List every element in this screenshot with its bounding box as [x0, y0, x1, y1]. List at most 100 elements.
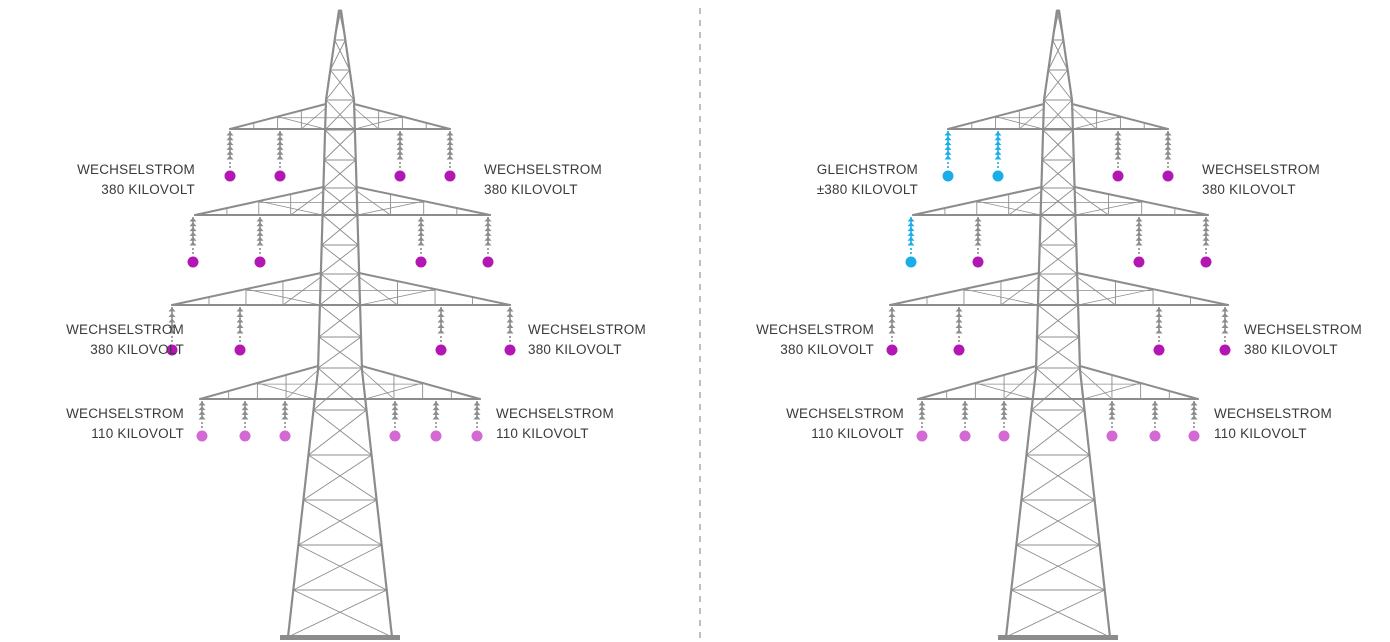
tower-brace	[324, 99, 355, 131]
insulator-disc	[281, 401, 289, 406]
insulator-disc	[276, 150, 284, 155]
insulator-disc	[432, 406, 440, 411]
insulator-disc	[1000, 406, 1008, 411]
insulator-disc	[506, 324, 514, 328]
arm-brace	[1018, 107, 1045, 130]
tower-brace	[313, 409, 373, 456]
insulator-disc	[396, 145, 404, 150]
tower-leg-left	[1004, 9, 1059, 638]
conductor-dot	[1106, 430, 1118, 442]
insulator-disc	[241, 415, 249, 420]
tower-brace	[1031, 409, 1091, 456]
conductor-dot	[1219, 344, 1231, 356]
insulator-disc	[907, 241, 915, 246]
insulator-disc	[1151, 401, 1159, 406]
insulator-disc	[994, 131, 1002, 136]
insulator-disc	[918, 415, 926, 420]
insulator-disc	[198, 406, 206, 411]
insulator-disc	[1202, 236, 1210, 241]
cross-arm	[886, 272, 1231, 356]
tower-base	[998, 635, 1118, 640]
insulator	[1155, 307, 1163, 342]
insulator	[1135, 217, 1143, 254]
insulator-disc	[391, 415, 399, 420]
tower-brace	[1039, 244, 1078, 275]
insulator-disc	[473, 410, 481, 415]
conductor-dot	[953, 344, 965, 356]
insulator-disc	[276, 136, 284, 141]
insulator-disc	[1221, 307, 1229, 312]
tower-brace	[1041, 159, 1076, 189]
arm-brace	[1075, 200, 1143, 216]
insulator-disc	[276, 155, 284, 160]
insulator-disc	[226, 150, 234, 155]
tower-brace	[1038, 244, 1077, 275]
tower-brace	[1025, 454, 1096, 501]
tower-brace	[318, 336, 363, 369]
arm-top-chord	[199, 365, 320, 400]
insulator-disc	[276, 145, 284, 150]
insulator-disc	[907, 227, 915, 232]
insulator-disc	[391, 410, 399, 415]
tower-brace	[1043, 99, 1074, 131]
conductor-dot	[394, 170, 406, 182]
insulator	[1221, 307, 1229, 342]
insulator-disc	[1135, 227, 1143, 232]
insulator-disc	[432, 410, 440, 415]
insulator-disc	[506, 307, 514, 312]
insulator-disc	[1108, 401, 1116, 406]
insulator-disc	[1202, 231, 1210, 236]
insulator-disc	[241, 406, 249, 411]
insulator-disc	[168, 307, 176, 312]
tower-brace	[1052, 39, 1069, 71]
insulator-disc	[391, 406, 399, 411]
insulator-disc	[994, 141, 1002, 146]
insulator-disc	[1108, 406, 1116, 411]
insulator-disc	[918, 401, 926, 406]
tower-brace	[329, 69, 355, 101]
insulator-disc	[396, 136, 404, 141]
insulator-disc	[918, 410, 926, 415]
tower-brace	[325, 99, 356, 131]
tower-brace	[324, 129, 357, 161]
insulator-disc	[1151, 410, 1159, 415]
insulator-disc	[484, 217, 492, 222]
conductor-dot	[435, 344, 447, 356]
arm-brace	[354, 116, 403, 130]
insulator-disc	[256, 222, 264, 227]
insulator-disc	[506, 318, 514, 323]
insulator-disc	[907, 231, 915, 236]
insulator	[955, 307, 963, 342]
insulator-disc	[888, 313, 896, 317]
insulator-disc	[944, 150, 952, 155]
tower-body	[998, 9, 1118, 640]
tower-brace	[297, 499, 378, 546]
tower-brace	[1005, 589, 1106, 638]
arm-brace	[1071, 107, 1098, 130]
tower-brace	[1040, 214, 1077, 246]
insulator-disc	[241, 401, 249, 406]
cross-arm	[905, 186, 1212, 268]
insulator-disc	[974, 241, 982, 246]
insulator-disc	[446, 131, 454, 136]
insulator-disc	[226, 141, 234, 146]
insulator-disc	[1114, 141, 1122, 146]
insulator	[974, 217, 982, 254]
insulator-disc	[168, 313, 176, 317]
insulator-disc	[189, 236, 197, 241]
insulator-disc	[918, 406, 926, 411]
insulator-disc	[1155, 324, 1163, 328]
insulator-disc	[241, 410, 249, 415]
insulator	[918, 401, 926, 428]
insulator-disc	[944, 155, 952, 160]
right-pylon	[886, 9, 1231, 640]
insulator	[506, 307, 514, 342]
conductor-dot	[166, 344, 178, 356]
tower-brace	[329, 39, 346, 71]
insulator-disc	[907, 222, 915, 227]
arm-top-chord	[917, 365, 1038, 400]
